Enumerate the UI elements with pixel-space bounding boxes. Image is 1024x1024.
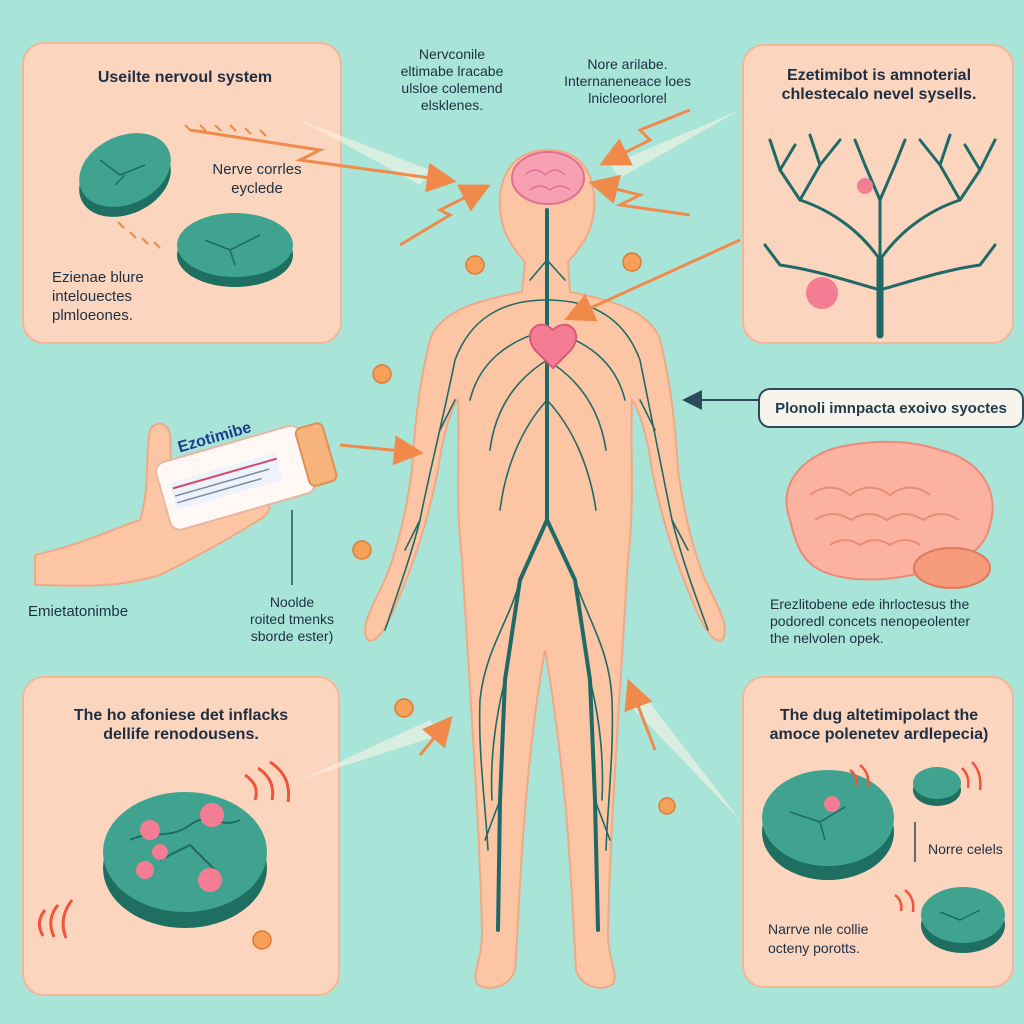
pill-bottom-right-2 [913, 767, 961, 806]
arrow-zigzag-4 [588, 174, 691, 217]
panel-bottom-left-title: The ho afoniese det inflacks dellife ren… [73, 707, 289, 743]
panel-top-left-title: Useilte nervoul system [97, 69, 273, 86]
heart [529, 323, 577, 370]
nerve-network [384, 208, 709, 932]
impact-tag: Plonoli imnpacta exoivo syoctes [758, 388, 1024, 428]
hand-with-bottle [34, 422, 338, 587]
annotation-top-center-right: Nore arilabe. Internaneneace loes lnicle… [564, 56, 691, 106]
left-label: Emietatonimbe [28, 603, 129, 620]
panel-top-right-title: Ezetimibot is amnoterial chlestecalo nev… [781, 67, 977, 103]
brain-description: Erezlitobene ede ihrloctesus the podored… [770, 596, 971, 646]
panel-top-left-text2: Ezienae blure intelouectes plmloeones. [52, 269, 144, 324]
arrow-bottle [339, 435, 424, 466]
panel-bottom-right-label1: Norre celels [928, 841, 1003, 857]
arrow-lower-right [624, 678, 657, 751]
annotation-top-center-left: Nervconile eltimabe lracabe ulsloe colem… [400, 46, 504, 113]
panel-bottom-right-title: The dug altetimipolact the amoce polenet… [769, 707, 989, 743]
neuron-tree [763, 133, 997, 339]
pill-bottom-right-1 [762, 770, 894, 880]
arrow-topright [564, 238, 741, 322]
pill-bottom-left [103, 792, 267, 928]
arrow-lower-left [418, 715, 453, 756]
arrow-zigzag-3 [599, 108, 691, 166]
panel-top-left-text1: Nerve corrles eyclede [212, 161, 302, 197]
arrow-zigzag-2 [399, 184, 491, 247]
panel-bottom-right-label2: Narrve nle collie octeny porotts. [768, 921, 869, 956]
brain-illustration [785, 440, 994, 589]
pill-bottom-right-3 [921, 887, 1005, 953]
head-brain [511, 151, 585, 205]
bottle-note: Noolde roited tmenks sborde ester) [249, 594, 335, 644]
pill-top-left-1 [79, 133, 171, 217]
arrow-zigzag-1 [189, 128, 457, 193]
pill-top-left-2 [177, 213, 293, 287]
